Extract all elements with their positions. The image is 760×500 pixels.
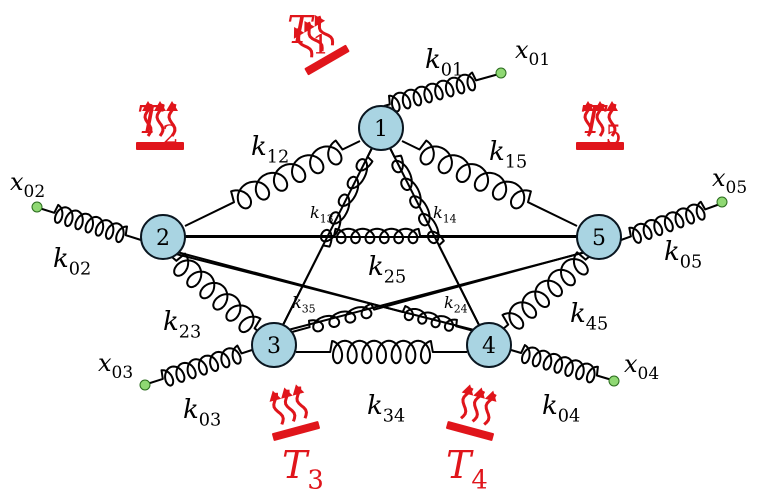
spring-label-k34: k34 (367, 391, 405, 426)
heat-arrowhead (484, 390, 497, 402)
heat-label-T4: T4 (446, 443, 488, 496)
anchor-label-x04: x04 (624, 350, 659, 384)
heat-arrowhead (314, 15, 326, 27)
heat-label-T1: T1 (287, 8, 329, 61)
node-label-2: 2 (156, 226, 170, 251)
node-label-1: 1 (374, 117, 388, 142)
spring-k12 (184, 139, 361, 227)
spring-k01 (383, 71, 500, 113)
anchor-label-x03: x03 (98, 349, 133, 383)
heat-arrowhead (606, 101, 618, 111)
spring-k04 (510, 344, 613, 384)
heat-arrowhead (166, 101, 178, 111)
spring-label-k12: k12 (251, 132, 289, 167)
node-4 (466, 322, 512, 368)
node-5 (576, 214, 622, 260)
labels-layer: 1 2 3 4 5 k01 k02 k03 k04 k05 k12 k15 k13 k14 k25 k23 k3… (10, 8, 747, 496)
spring-label-k02: k02 (53, 244, 91, 279)
heat-arrowhead (594, 101, 606, 111)
spring-k23 (171, 252, 262, 334)
spring-label-k13: k13 (310, 203, 334, 225)
spring-k02 (38, 203, 142, 244)
spring-label-k35: k35 (292, 293, 316, 315)
heat-bath-T3 (269, 384, 320, 441)
heat-label-T2: T2 (137, 98, 179, 151)
anchor-point-x01 (495, 67, 507, 79)
heat-bath-T4 (446, 384, 497, 441)
heat-arrowhead (292, 384, 305, 396)
spring-k35 (291, 251, 586, 333)
spring-k24 (176, 251, 475, 332)
nodes-layer (140, 105, 622, 368)
spring-label-k24: k24 (444, 293, 468, 315)
heat-arrowhead (293, 27, 305, 39)
spring-k05 (620, 200, 721, 244)
node-2 (140, 214, 186, 260)
spring-label-k15: k15 (489, 137, 527, 172)
spring-label-k04: k04 (542, 391, 580, 426)
heat-arrowhead (154, 101, 166, 111)
spring-label-k14: k14 (433, 203, 457, 225)
springs-layer (38, 71, 721, 387)
spring-label-k03: k03 (183, 395, 221, 430)
heat-arrowhead (473, 387, 485, 399)
anchor-label-x02: x02 (10, 168, 45, 202)
anchor-point-x04 (608, 375, 620, 387)
heat-bar (576, 142, 624, 150)
heat-bar (446, 421, 494, 441)
heat-bar (304, 44, 350, 76)
heat-arrowhead (269, 390, 282, 402)
spring-k13 (282, 147, 374, 326)
spring-label-k25: k25 (368, 252, 406, 287)
heat-arrowhead (461, 384, 474, 396)
heat-baths-layer (136, 15, 624, 441)
heat-arrowhead (304, 21, 315, 33)
heat-arrowhead (582, 101, 594, 111)
spring-k15 (401, 139, 578, 227)
spring-label-k05: k05 (664, 237, 702, 272)
spring-k14 (389, 147, 480, 326)
heat-bar (136, 142, 184, 150)
heat-bath-T5 (576, 101, 624, 150)
heat-bath-T1 (293, 15, 350, 76)
spring-label-k45: k45 (570, 299, 608, 334)
anchor-point-x05 (716, 196, 728, 208)
anchor-point-x03 (139, 379, 151, 391)
spring-k03 (146, 344, 253, 387)
anchor-point-x02 (31, 201, 43, 213)
node-1 (358, 105, 404, 151)
anchors-layer (31, 67, 728, 391)
heat-arrowhead (281, 387, 293, 399)
heat-bar (272, 421, 320, 441)
node-3 (251, 322, 297, 368)
spring-label-k23: k23 (163, 307, 201, 342)
node-label-4: 4 (482, 334, 496, 359)
spring-k34 (296, 339, 467, 365)
heat-label-T3: T3 (282, 443, 324, 496)
node-label-5: 5 (592, 226, 606, 251)
node-label-3: 3 (267, 334, 281, 359)
anchor-label-x05: x05 (712, 164, 747, 198)
spring-label-k01: k01 (425, 45, 463, 80)
heat-label-T5: T5 (580, 98, 622, 151)
heat-bath-T2 (136, 101, 184, 150)
spring-k25 (185, 227, 577, 245)
spring-k45 (501, 251, 591, 330)
anchor-label-x01: x01 (515, 36, 550, 70)
heat-arrowhead (142, 101, 154, 111)
